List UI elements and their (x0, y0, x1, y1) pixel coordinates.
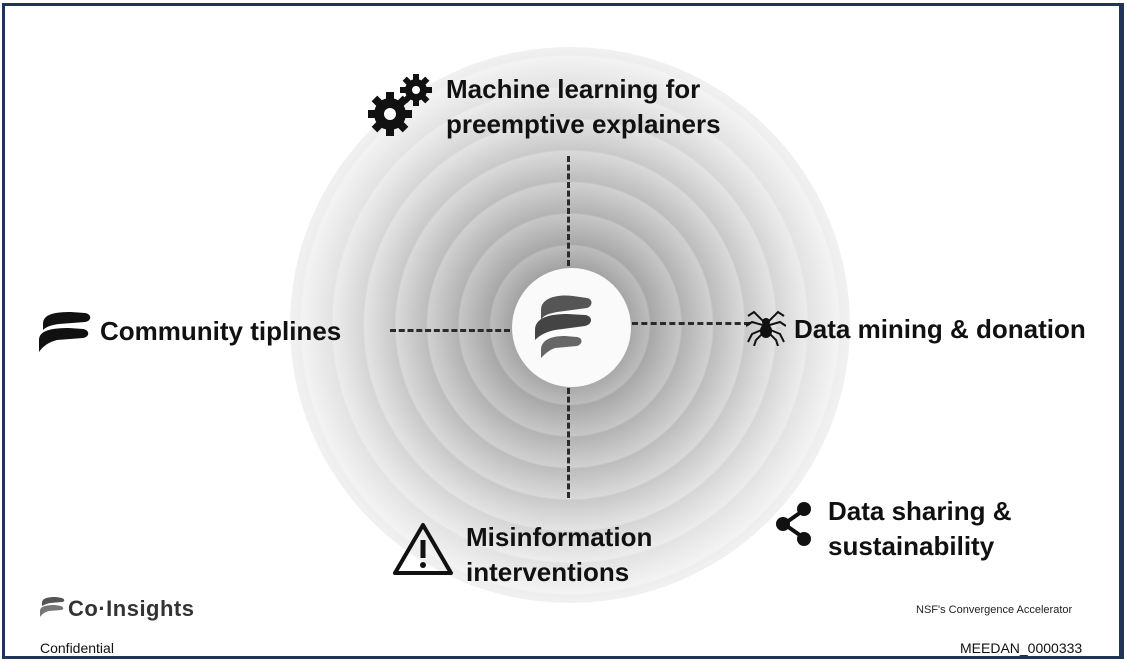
co-insights-logo-icon (40, 597, 65, 617)
axis-top (567, 156, 570, 266)
label-data-sharing-line2: sustainability (828, 531, 995, 561)
axis-left (390, 329, 510, 332)
label-misinformation-line1: Misinformation (466, 522, 653, 552)
footer-doc-id: MEEDAN_0000333 (960, 640, 1083, 656)
axis-bottom (567, 388, 570, 498)
label-data-mining: Data mining & donation (794, 314, 1086, 344)
warning-icon (393, 523, 453, 575)
footer-confidential: Confidential (40, 640, 114, 656)
brand-co-insights: Co·Insights (68, 596, 195, 621)
center-logo-icon (535, 295, 592, 358)
label-machine-learning-line2: preemptive explainers (446, 109, 721, 139)
meedan-logo-icon (39, 312, 91, 352)
spider-icon (746, 310, 786, 346)
label-community-tiplines: Community tiplines (100, 316, 342, 346)
gears-icon (368, 74, 432, 136)
share-icon (776, 502, 811, 546)
footer-accelerator: NSF's Convergence Accelerator (916, 604, 1073, 616)
label-data-sharing-line1: Data sharing & (828, 496, 1012, 526)
label-misinformation-line2: interventions (466, 557, 630, 587)
label-machine-learning-line1: Machine learning for (446, 74, 701, 104)
slide-frame (2, 3, 1124, 659)
axis-right (632, 322, 750, 325)
